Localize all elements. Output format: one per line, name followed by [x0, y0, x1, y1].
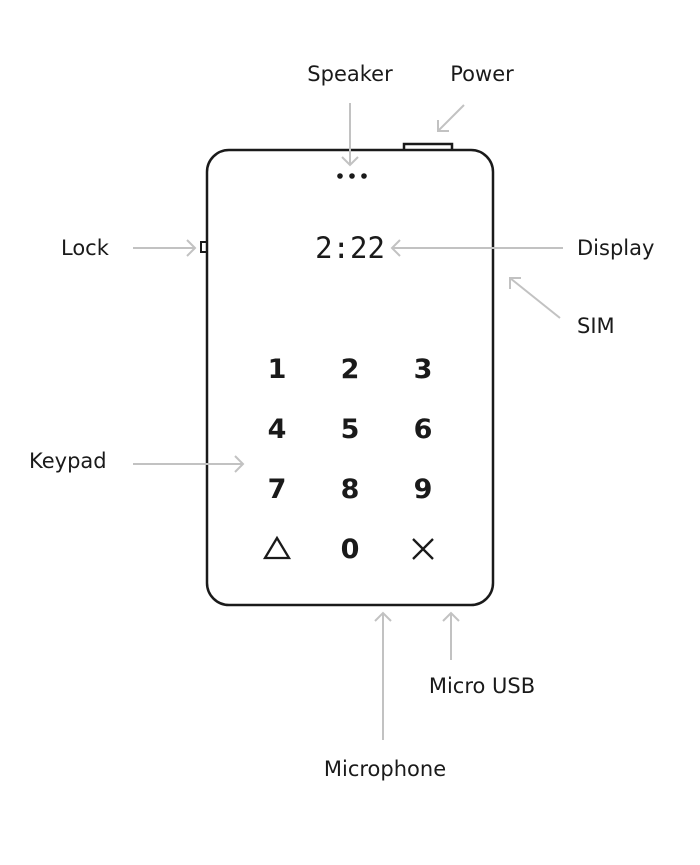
speaker-dot	[337, 173, 343, 179]
speaker-grille	[337, 173, 367, 179]
callout-arrows	[133, 103, 563, 740]
label-sim: SIM	[577, 314, 615, 338]
lock-arrow	[133, 239, 197, 257]
key-5[interactable]: 5	[341, 414, 360, 445]
callout-labels: Speaker Power Lock Display SIM Keypad Mi…	[29, 62, 654, 781]
key-1[interactable]: 1	[268, 354, 287, 385]
lock-switch	[200, 241, 208, 253]
key-6[interactable]: 6	[414, 414, 433, 445]
label-speaker: Speaker	[307, 62, 393, 86]
key-7[interactable]: 7	[268, 474, 287, 505]
key-0[interactable]: 0	[341, 534, 360, 565]
display-arrow	[390, 239, 563, 257]
speaker-arrow	[341, 103, 359, 167]
label-power: Power	[450, 62, 514, 86]
label-keypad: Keypad	[29, 449, 107, 473]
key-2[interactable]: 2	[341, 354, 360, 385]
key-8[interactable]: 8	[341, 474, 360, 505]
power-button	[402, 142, 454, 150]
micro-usb-arrow	[442, 611, 460, 660]
close-icon[interactable]	[412, 538, 434, 560]
triangle-icon[interactable]	[262, 535, 292, 560]
key-4[interactable]: 4	[268, 414, 287, 445]
display-time: 2:22	[315, 231, 385, 265]
sim-arrow	[509, 277, 561, 319]
power-arrow	[437, 104, 465, 132]
label-micro-usb: Micro USB	[429, 674, 535, 698]
speaker-dot	[349, 173, 355, 179]
key-3[interactable]: 3	[414, 354, 433, 385]
key-9[interactable]: 9	[414, 474, 433, 505]
keypad-arrow	[133, 455, 245, 473]
label-lock: Lock	[61, 236, 110, 260]
label-display: Display	[577, 236, 654, 260]
speaker-dot	[361, 173, 367, 179]
label-microphone: Microphone	[324, 757, 446, 781]
keypad: 1 2 3 4 5 6 7 8 9 0	[262, 354, 434, 565]
microphone-arrow	[374, 611, 392, 740]
